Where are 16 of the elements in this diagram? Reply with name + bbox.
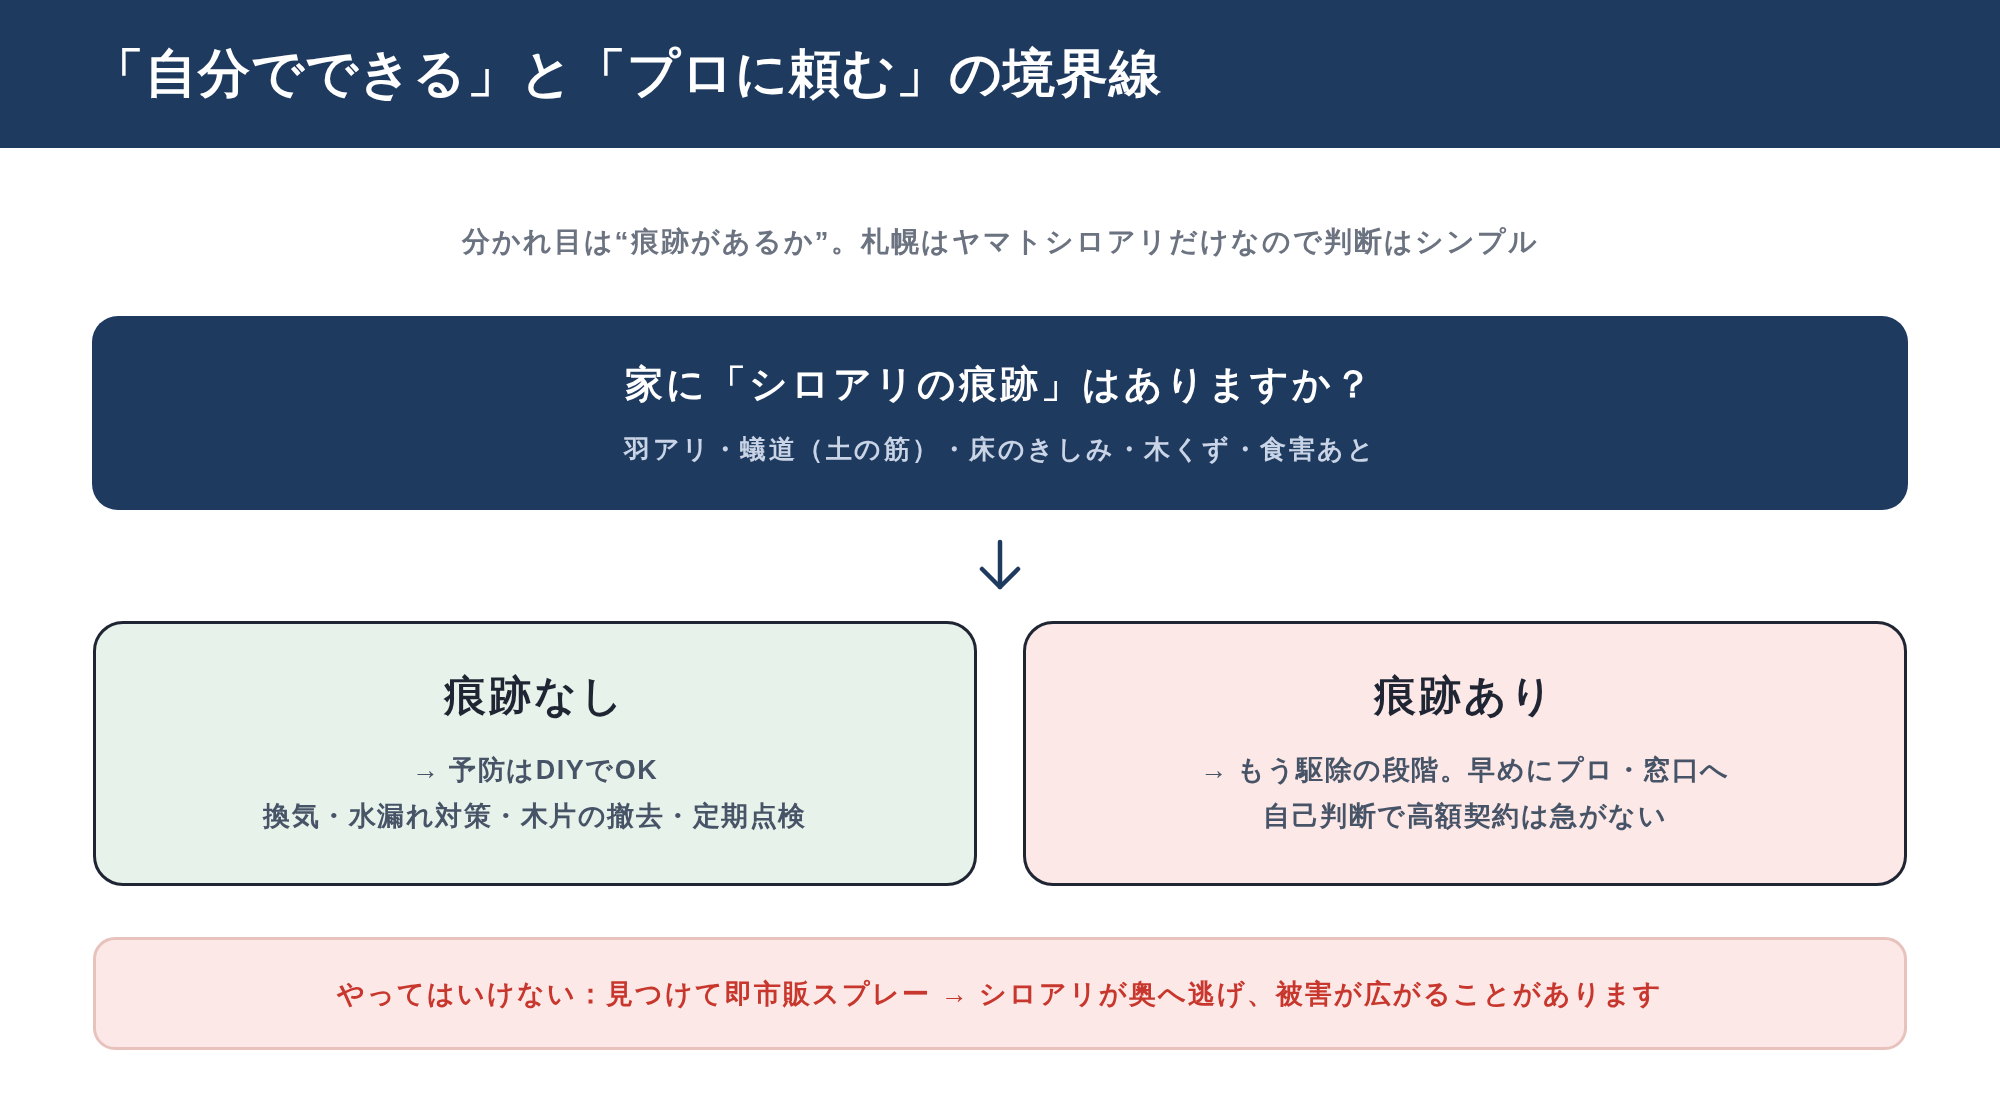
card-text: → 予防はDIYでOK (411, 753, 659, 787)
card-text: 自己判断で高額契約は急がない (1263, 799, 1667, 833)
arrow (979, 539, 1021, 590)
result-card (1023, 621, 1907, 886)
warning-box (93, 937, 1907, 1050)
question-box (92, 316, 1908, 510)
page-title: 「自分でできる」と「プロに頼む」の境界線 (92, 43, 1162, 104)
card-text: → もう駆除の段階。早めにプロ・窓口へ (1200, 753, 1730, 787)
card-heading: 痕跡なし (444, 670, 626, 721)
warning-text: やってはいけない：見つけて即市販スプレー → シロアリが奥へ逃げ、被害が広がることがあります (337, 977, 1663, 1011)
result-card (93, 621, 977, 886)
hint-text: 羽アリ・蟻道（土の筋）・床のきしみ・木くず・食害あと (624, 433, 1376, 466)
card-heading: 痕跡あり (1374, 670, 1556, 721)
card-text: 換気・水漏れ対策・木片の撤去・定期点検 (263, 799, 807, 833)
question-text: 家に「シロアリの痕跡」はありますか？ (625, 362, 1375, 407)
subtitle: 分かれ目は“痕跡があるか”。札幌はヤマトシロアリだけなので判断はシンプル (461, 226, 1539, 257)
